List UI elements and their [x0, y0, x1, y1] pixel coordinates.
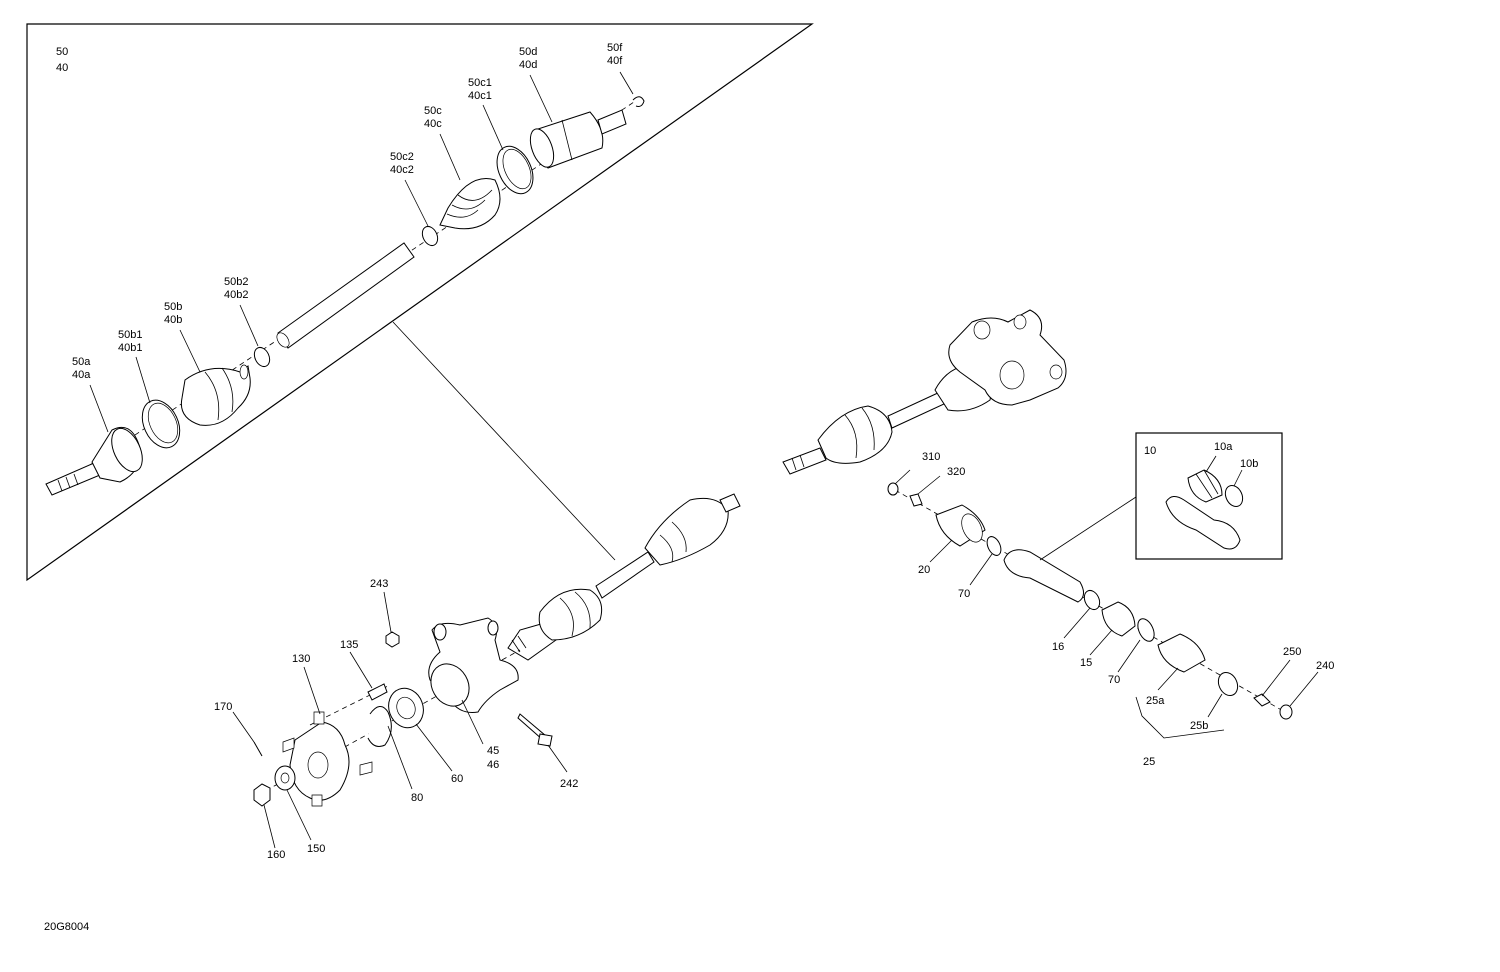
callout-40c2: 40c2: [390, 164, 414, 176]
callout-45: 45: [487, 745, 499, 757]
knuckle-hub-group: 243 135 130 170 80 60 45 46 242 160 150: [214, 578, 578, 861]
callout-50f: 50f: [607, 42, 623, 54]
coupler-inset-frame: [1135, 432, 1283, 560]
bolt-320: [909, 493, 923, 507]
callout-60: 60: [451, 773, 463, 785]
ring-70-b: [1137, 618, 1155, 642]
ring-70-a: [986, 536, 1002, 556]
callout-50b2: 50b2: [224, 276, 248, 288]
outer-boot: [180, 364, 251, 426]
inset-label-10: 10: [1144, 445, 1156, 457]
callout-25b: 25b: [1190, 720, 1208, 732]
callout-310: 310: [922, 451, 940, 463]
callout-130: 130: [292, 653, 310, 665]
callout-50b1: 50b1: [118, 329, 142, 341]
drawing-number: 20G8004: [44, 921, 89, 933]
spline-shaft: [1003, 549, 1084, 603]
callout-70-b: 70: [1108, 674, 1120, 686]
ring-25b: [1217, 671, 1239, 697]
knuckle-nut: [385, 631, 400, 648]
washer-240: [1279, 704, 1293, 720]
coupler-inset-connector: [1039, 496, 1137, 561]
callout-40d: 40d: [519, 59, 537, 71]
callout-15: 15: [1080, 657, 1092, 669]
retaining-ring: [367, 706, 392, 747]
half-shaft: [277, 242, 415, 349]
callout-170: 170: [214, 701, 232, 713]
callout-40f: 40f: [607, 55, 623, 67]
callout-50c: 50c: [424, 105, 442, 117]
inset-spline-shaft: [1165, 496, 1241, 550]
sleeve-10a: [1187, 469, 1223, 503]
drive-shaft-inset: 50 40: [26, 23, 814, 582]
callout-46: 46: [487, 759, 499, 771]
boot-clamp-small-outer: [253, 346, 271, 368]
callout-70-a: 70: [958, 588, 970, 600]
hub-nut: [253, 783, 271, 807]
inner-joint-housing: [529, 109, 627, 169]
inner-boot: [439, 178, 501, 230]
rear-shaft-differential: [782, 309, 1067, 475]
callout-50b: 50b: [164, 301, 182, 313]
clip-16: [1083, 589, 1101, 611]
callout-80: 80: [411, 792, 423, 804]
callout-25a: 25a: [1146, 695, 1165, 707]
callout-242: 242: [560, 778, 578, 790]
inset-label-40: 40: [56, 62, 68, 74]
callout-135: 135: [340, 639, 358, 651]
callout-243: 243: [370, 578, 388, 590]
outer-cv-joint: [45, 426, 143, 496]
callout-50c2: 50c2: [390, 151, 414, 163]
callout-320: 320: [947, 466, 965, 478]
assembled-drive-shaft: [507, 493, 741, 661]
inset-label-50: 50: [56, 46, 68, 58]
callout-16: 16: [1052, 641, 1064, 653]
callout-10a: 10a: [1214, 441, 1233, 453]
ring-10b: [1224, 484, 1244, 508]
inset-frame: [26, 23, 814, 582]
callout-20: 20: [918, 564, 930, 576]
callout-40c1: 40c1: [468, 90, 492, 102]
coupler-group: 310 320 20 70 16 15 70 25a 25b 25 250 24…: [887, 451, 1334, 768]
callout-25: 25: [1143, 756, 1155, 768]
circlip: [632, 96, 645, 107]
callout-40b: 40b: [164, 314, 182, 326]
washer-310: [887, 482, 899, 496]
boot-clamp-small-inner: [421, 225, 439, 247]
callout-40b1: 40b1: [118, 342, 142, 354]
sleeve-25a: [1157, 633, 1206, 673]
callout-40b2: 40b2: [224, 289, 248, 301]
inset-connector: [392, 321, 616, 561]
coupler-inset: 10 10a 10b: [1039, 432, 1283, 561]
callout-50a: 50a: [72, 356, 91, 368]
callout-50d: 50d: [519, 46, 537, 58]
callout-50c1: 50c1: [468, 77, 492, 89]
callout-10b: 10b: [1240, 458, 1258, 470]
callout-160: 160: [267, 849, 285, 861]
bracket-25: [1135, 696, 1225, 739]
callout-240: 240: [1316, 660, 1334, 672]
cotter-pin: [253, 741, 263, 757]
wheel-stud: [367, 683, 388, 701]
callout-40a: 40a: [72, 369, 91, 381]
callout-250: 250: [1283, 646, 1301, 658]
callout-150: 150: [307, 843, 325, 855]
coupler-15: [1101, 601, 1136, 637]
bolt-250: [1253, 693, 1271, 707]
callout-40c: 40c: [424, 118, 442, 130]
